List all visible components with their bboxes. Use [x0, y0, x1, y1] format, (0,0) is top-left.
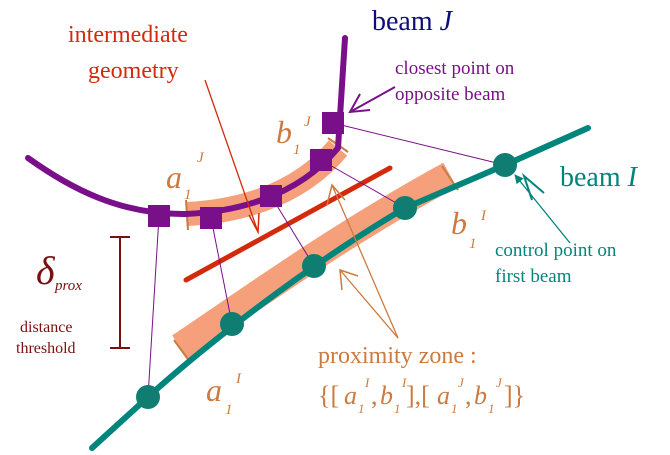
closest-point-label-line2: opposite beam [395, 84, 506, 105]
svg-text:I: I [480, 208, 487, 224]
closest-point-arrow-line [349, 86, 396, 113]
zone-pointer-line-2 [339, 269, 399, 339]
svg-text:1: 1 [184, 187, 192, 203]
beam-j-node [260, 185, 282, 207]
control-point-label-line1: control point on [495, 240, 617, 261]
delta-symbol: δ [36, 248, 56, 293]
svg-text:1: 1 [488, 401, 495, 416]
svg-text:J: J [496, 375, 503, 390]
svg-text:a: a [437, 381, 450, 410]
svg-text:a: a [166, 159, 182, 195]
svg-text:I: I [401, 375, 407, 390]
svg-text:I: I [235, 371, 242, 387]
svg-text:,: , [465, 381, 472, 410]
svg-text:b: b [474, 381, 487, 410]
beam-i-node [220, 312, 244, 336]
svg-text:1: 1 [469, 236, 477, 252]
svg-text:I: I [364, 375, 370, 390]
svg-text:a: a [206, 372, 222, 408]
beam-i-node [393, 196, 417, 220]
svg-text:b: b [380, 381, 393, 410]
zone-pointer-head-2 [339, 268, 359, 291]
beam-j-nodes [148, 112, 344, 229]
label-a1I: a 1 I [206, 371, 242, 418]
svg-text:J: J [304, 114, 312, 130]
svg-text:1: 1 [225, 402, 233, 418]
svg-text:b: b [451, 205, 467, 241]
svg-text:J: J [458, 375, 465, 390]
label-a1J: a 1 J [166, 150, 205, 203]
svg-text:1: 1 [394, 401, 401, 416]
distance-label-line2: threshold [16, 340, 76, 357]
intermediate-pointer-line [204, 79, 259, 233]
intermediate-label-line2: geometry [88, 58, 179, 84]
svg-text:1: 1 [358, 401, 365, 416]
delta-subscript: prox [54, 278, 82, 294]
beam-j-node [200, 207, 222, 229]
svg-text:b: b [276, 114, 292, 150]
zone-tick-a1I [173, 339, 191, 363]
intermediate-pointer-head [248, 212, 260, 235]
beam-i-node [136, 385, 160, 409]
beam-j-node [310, 149, 332, 171]
svg-text:J: J [197, 150, 205, 166]
control-point-arrow [514, 174, 571, 244]
svg-text:]}: ]} [504, 381, 525, 410]
svg-text:a: a [344, 381, 357, 410]
beam-j-node [322, 112, 344, 134]
label-b1I: b 1 I [451, 205, 487, 252]
svg-text:{[: {[ [318, 381, 339, 410]
control-point-label-line2: first beam [495, 266, 572, 287]
proximity-zone-set: {[ a 1 I , b 1 I ],[ a 1 J , b 1 J ]} [318, 375, 525, 416]
svg-text:1: 1 [451, 401, 458, 416]
beam-i-node [493, 153, 517, 177]
distance-threshold-bracket [110, 236, 130, 349]
svg-text:1: 1 [293, 142, 301, 158]
beam-j-label: beam J [372, 6, 454, 37]
closest-point-arrow-head [348, 93, 371, 114]
distance-label-line1: distance [20, 319, 72, 336]
beam-j-node [148, 205, 170, 227]
beam-i-label-arrow [521, 172, 545, 201]
projection-links [147, 122, 506, 398]
beam-i-label: beam I [560, 162, 639, 193]
beam-i-nodes [136, 153, 517, 409]
intermediate-label-line1: intermediate [68, 22, 188, 48]
beam-j-curve [25, 35, 348, 218]
label-b1J: b 1 J [276, 114, 312, 158]
proximity-zone-label: proximity zone : [318, 343, 477, 369]
beam-i-node [302, 254, 326, 278]
zone-pointer-head-1 [326, 183, 346, 206]
closest-point-label-line1: closest point on [395, 58, 515, 79]
svg-text:,: , [371, 381, 378, 410]
svg-text:],[: ],[ [406, 381, 430, 410]
zone-pointer-line-1 [331, 184, 399, 339]
beam-i-curve [89, 125, 591, 451]
